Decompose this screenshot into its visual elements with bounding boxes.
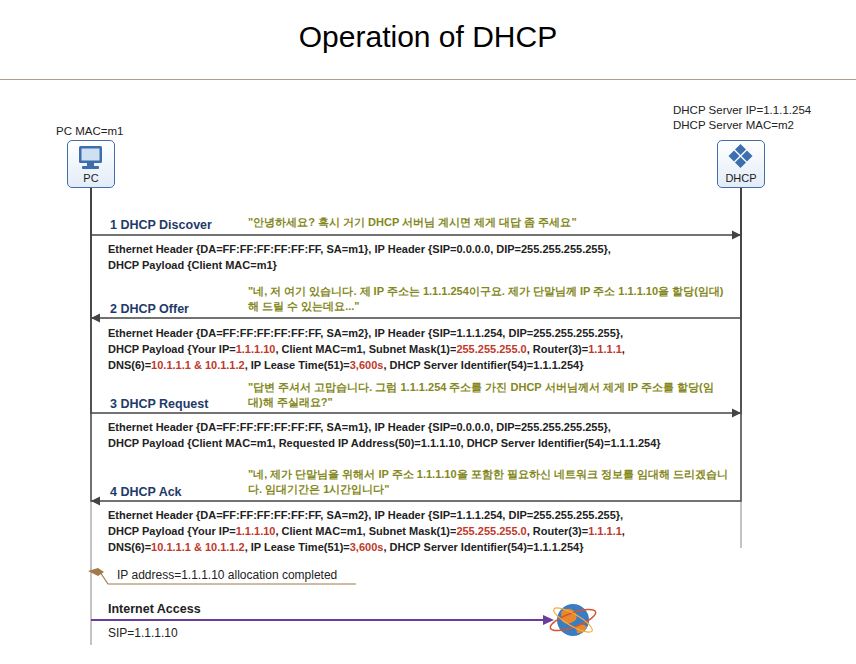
message-line: DHCP Payload {Client MAC=m1}	[108, 257, 277, 272]
message-line	[91, 188, 741, 235]
message-name: 1 DHCP Discover	[110, 218, 212, 232]
entity-box: PC MAC=m1PC	[67, 140, 115, 188]
entity-heading: PC MAC=m1	[56, 124, 123, 138]
message-line: IP address=1.1.1.10 allocation completed	[117, 567, 337, 582]
message-line	[91, 188, 741, 318]
message-line: Ethernet Header {DA=FF:FF:FF:FF:FF:FF, S…	[108, 507, 623, 522]
message-arrow	[91, 188, 741, 240]
message-arrow	[91, 188, 741, 418]
diagram-title: Operation of DHCP	[0, 20, 856, 54]
packet-field: DNS(6)=	[108, 359, 151, 371]
completion-marker	[88, 568, 356, 584]
packet-field: SIP=1.1.1.10	[108, 626, 178, 640]
packet-field: , IP Lease Time(51)=	[245, 541, 350, 553]
message-arrow	[91, 188, 741, 323]
field-value: 255.255.255.0	[456, 343, 526, 355]
message-line: Ethernet Header {DA=FF:FF:FF:FF:FF:FF, S…	[108, 419, 611, 434]
arrow-head	[91, 314, 100, 323]
entity-box: DHCP Server IP=1.1.1.254DHCP Server MAC=…	[717, 140, 765, 188]
speech-quote: "안녕하세요? 혹시 거기 DHCP 서버님 계시면 제게 대답 좀 주세요"	[248, 216, 577, 228]
message-line: DHCP Payload {Your IP=1.1.1.10, Client M…	[108, 341, 625, 356]
message-arrow	[91, 188, 741, 506]
packet-field: DHCP Payload {Client MAC=m1}	[108, 259, 277, 271]
message-line	[91, 188, 741, 501]
speech-line: "네, 제가 단말님을 위해서 IP 주소 1.1.1.10을 포함한 필요하신…	[248, 466, 728, 496]
packet-field: DNS(6)=	[108, 541, 151, 553]
packet-field: DHCP Payload {Client MAC=m1, Requested I…	[108, 437, 661, 449]
message-line: Ethernet Header {DA=FF:FF:FF:FF:FF:FF, S…	[108, 325, 623, 340]
field-value: 10.1.1.1 & 10.1.1.2	[151, 359, 245, 371]
packet-field: , Client MAC=m1, Subnet Mask(1)=	[275, 343, 456, 355]
packet-field: Ethernet Header {DA=FF:FF:FF:FF:FF:FF, S…	[108, 509, 623, 521]
speech-line: "안녕하세요? 혹시 거기 DHCP 서버님 계시면 제게 대답 좀 주세요"	[248, 214, 728, 229]
field-value: 10.1.1.1 & 10.1.1.2	[151, 541, 245, 553]
field-value: 1.1.1.1	[588, 525, 622, 537]
message-line: DNS(6)=10.1.1.1 & 10.1.1.2, IP Lease Tim…	[108, 539, 583, 554]
message-line: Internet Access	[108, 601, 201, 616]
packet-field: Internet Access	[108, 602, 201, 616]
packet-field: Ethernet Header {DA=FF:FF:FF:FF:FF:FF, S…	[108, 243, 611, 255]
message-line	[91, 188, 741, 413]
field-value: 1.1.1.1	[588, 343, 622, 355]
message-line: DHCP Payload {Your IP=1.1.1.10, Client M…	[108, 523, 625, 538]
speech-quote: "답변 주셔서 고맙습니다. 그럼 1.1.1.254 주소를 가진 DHCP …	[248, 381, 714, 408]
speech-quote: "네, 저 여기 있습니다. 제 IP 주소는 1.1.1.254이구요. 제가…	[248, 285, 723, 312]
message-name: 4 DHCP Ack	[110, 485, 182, 499]
box-label: PC	[83, 172, 98, 187]
message-line: Ethernet Header {DA=FF:FF:FF:FF:FF:FF, S…	[108, 241, 611, 256]
packet-field: , DHCP Server Identifier(54)=1.1.1.254}	[383, 541, 583, 553]
message-name: 2 DHCP Offer	[110, 302, 189, 316]
packet-field: ,	[622, 343, 625, 355]
internet-arrow	[91, 615, 554, 625]
speech-line: "네, 저 여기 있습니다. 제 IP 주소는 1.1.1.254이구요. 제가…	[248, 283, 728, 313]
message-line: DNS(6)=10.1.1.1 & 10.1.1.2, IP Lease Tim…	[108, 357, 583, 372]
packet-field: , DHCP Server Identifier(54)=1.1.1.254}	[383, 359, 583, 371]
packet-field: , Client MAC=m1, Subnet Mask(1)=	[275, 525, 456, 537]
field-value: 255.255.255.0	[456, 525, 526, 537]
packet-field: Ethernet Header {DA=FF:FF:FF:FF:FF:FF, S…	[108, 421, 611, 433]
packet-field: DHCP Payload {Your IP=	[108, 343, 236, 355]
speech-quote: "네, 제가 단말님을 위해서 IP 주소 1.1.1.10을 포함한 필요하신…	[248, 468, 728, 495]
packet-field: , IP Lease Time(51)=	[245, 359, 350, 371]
globe-icon	[548, 604, 598, 636]
arrow-head	[732, 231, 741, 240]
message-name: 3 DHCP Request	[110, 397, 208, 411]
entity-heading: DHCP Server IP=1.1.1.254	[673, 103, 811, 117]
arrow-head	[91, 497, 100, 506]
field-value: 3,600s	[350, 359, 384, 371]
packet-field: , Router(3)=	[527, 343, 588, 355]
packet-field: DHCP Payload {Your IP=	[108, 525, 236, 537]
message-line: DHCP Payload {Client MAC=m1, Requested I…	[108, 435, 661, 450]
field-value: 3,600s	[350, 541, 384, 553]
box-label: DHCP	[725, 172, 756, 187]
arrow-head	[732, 409, 741, 418]
packet-field: ,	[622, 525, 625, 537]
field-value: 1.1.1.10	[236, 343, 276, 355]
server-icon	[718, 141, 764, 173]
message-line: SIP=1.1.1.10	[108, 625, 178, 640]
speech-line: "답변 주셔서 고맙습니다. 그럼 1.1.1.254 주소를 가진 DHCP …	[248, 379, 728, 409]
packet-field: , Router(3)=	[527, 525, 588, 537]
packet-field: IP address=1.1.1.10 allocation completed	[117, 568, 337, 582]
entity-heading: DHCP Server MAC=m2	[673, 118, 794, 132]
packet-field: Ethernet Header {DA=FF:FF:FF:FF:FF:FF, S…	[108, 327, 623, 339]
field-value: 1.1.1.10	[236, 525, 276, 537]
title-rule	[0, 79, 856, 80]
pc-icon	[68, 141, 114, 173]
